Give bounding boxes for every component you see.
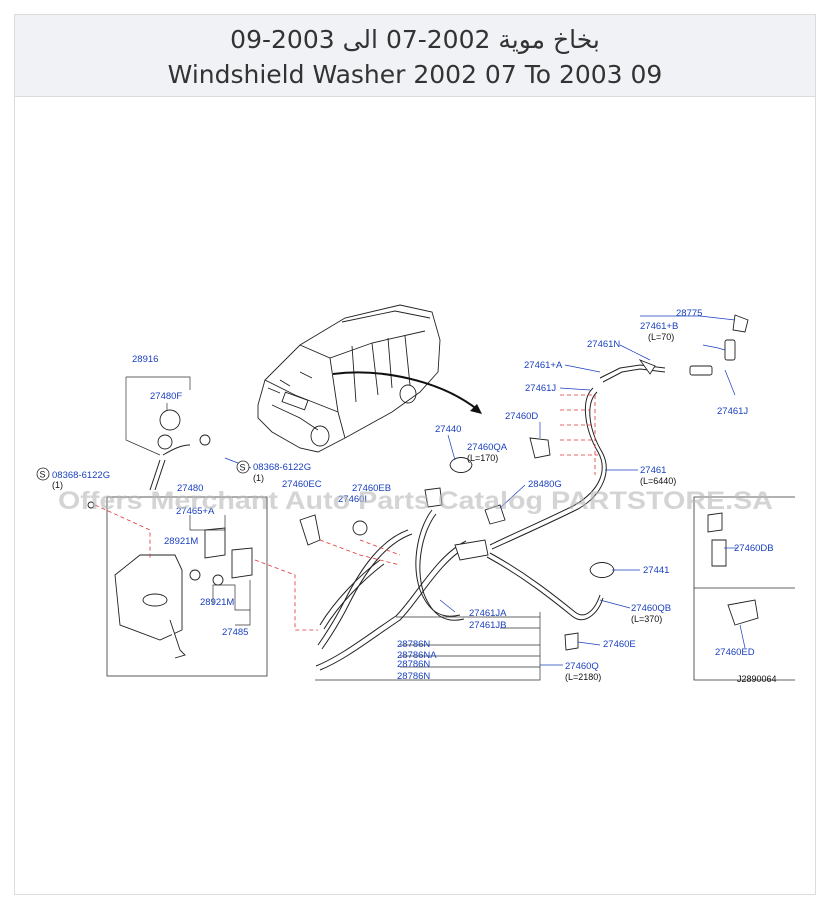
screw-symbol-right (236, 460, 250, 474)
label-08368-right-qty: (1) (253, 473, 264, 483)
label-28921m-lower[interactable]: 28921M (200, 597, 234, 608)
label-27461-length: (L=6440) (640, 476, 676, 486)
label-27440[interactable]: 27440 (435, 424, 461, 435)
page-header: بخاخ موية 2002-07 الى 2003-09 Windshield… (15, 15, 815, 97)
watermark-text: Offers Merchant Auto Parts Catalog PARTS… (58, 487, 773, 515)
direction-arrow (332, 371, 479, 411)
label-28921m-upper[interactable]: 28921M (164, 536, 198, 547)
label-27460e[interactable]: 27460E (603, 639, 636, 650)
dashed-leaders (94, 394, 598, 631)
label-27460qa-length: (L=170) (467, 453, 498, 463)
part-shapes (87, 314, 759, 659)
vehicle-illustration (257, 304, 441, 453)
label-27460qb-length: (L=370) (631, 614, 662, 624)
label-27460q[interactable]: 27460Q (565, 661, 599, 672)
label-28480g[interactable]: 28480G (528, 479, 562, 490)
label-27461jb[interactable]: 27461JB (469, 620, 507, 631)
label-27485[interactable]: 27485 (222, 627, 248, 638)
label-08368-6122g-left[interactable]: 08368-6122G (52, 470, 110, 481)
label-28916[interactable]: 28916 (132, 354, 158, 365)
label-27461-a[interactable]: 27461+A (524, 360, 563, 371)
diagram-boxes (106, 496, 795, 681)
label-27460qb[interactable]: 27460QB (631, 603, 671, 614)
screw-symbol-left (36, 467, 50, 481)
label-28786n-3[interactable]: 28786N (397, 671, 430, 682)
label-28786n-1[interactable]: 28786N (397, 639, 430, 650)
label-27460d[interactable]: 27460D (505, 411, 538, 422)
label-27461j-right[interactable]: 27461J (717, 406, 748, 417)
label-27460ed[interactable]: 27460ED (715, 647, 755, 658)
label-27460q-length: (L=2180) (565, 672, 601, 682)
label-08368-6122g-right[interactable]: 08368-6122G (253, 462, 311, 473)
label-27460ec[interactable]: 27460EC (282, 479, 322, 490)
hose-lines (149, 364, 666, 671)
label-27461n[interactable]: 27461N (587, 339, 620, 350)
label-28775[interactable]: 28775 (676, 308, 702, 319)
label-27460eb[interactable]: 27460EB (352, 483, 391, 494)
label-27480[interactable]: 27480 (177, 483, 203, 494)
arrow-head (470, 404, 482, 414)
screw-symbol-left-text: S (40, 470, 46, 480)
title-english: Windshield Washer 2002 07 To 2003 09 (167, 60, 663, 89)
title-arabic: بخاخ موية 2002-07 الى 2003-09 (230, 25, 600, 54)
label-27461[interactable]: 27461 (640, 465, 666, 476)
label-27461-b-length: (L=70) (648, 332, 674, 342)
label-28786na[interactable]: 28786NA (397, 650, 437, 661)
label-27460qa[interactable]: 27460QA (467, 442, 508, 453)
label-08368-left-qty: (1) (52, 480, 63, 490)
screw-symbol-right-text: S (240, 463, 246, 473)
label-27461ja[interactable]: 27461JA (469, 608, 507, 619)
label-27460db[interactable]: 27460DB (734, 543, 774, 554)
label-27460i[interactable]: 27460I (338, 494, 367, 505)
label-27461-b[interactable]: 27461+B (640, 321, 678, 332)
leader-lines (125, 376, 541, 681)
label-27461j-upper[interactable]: 27461J (525, 383, 556, 394)
diagram-code: J2890064 (737, 674, 777, 684)
diagram-frame: بخاخ موية 2002-07 الى 2003-09 Windshield… (14, 14, 816, 895)
label-27480f[interactable]: 27480F (150, 391, 182, 402)
label-28786n-2[interactable]: 28786N (397, 659, 430, 670)
label-27465-a[interactable]: 27465+A (176, 506, 215, 517)
leader-lines-blue (224, 315, 746, 666)
label-27441[interactable]: 27441 (643, 565, 669, 576)
part-labels: 28775 27461+B (L=70) 27461N 27461+A 2746… (52, 308, 777, 684)
